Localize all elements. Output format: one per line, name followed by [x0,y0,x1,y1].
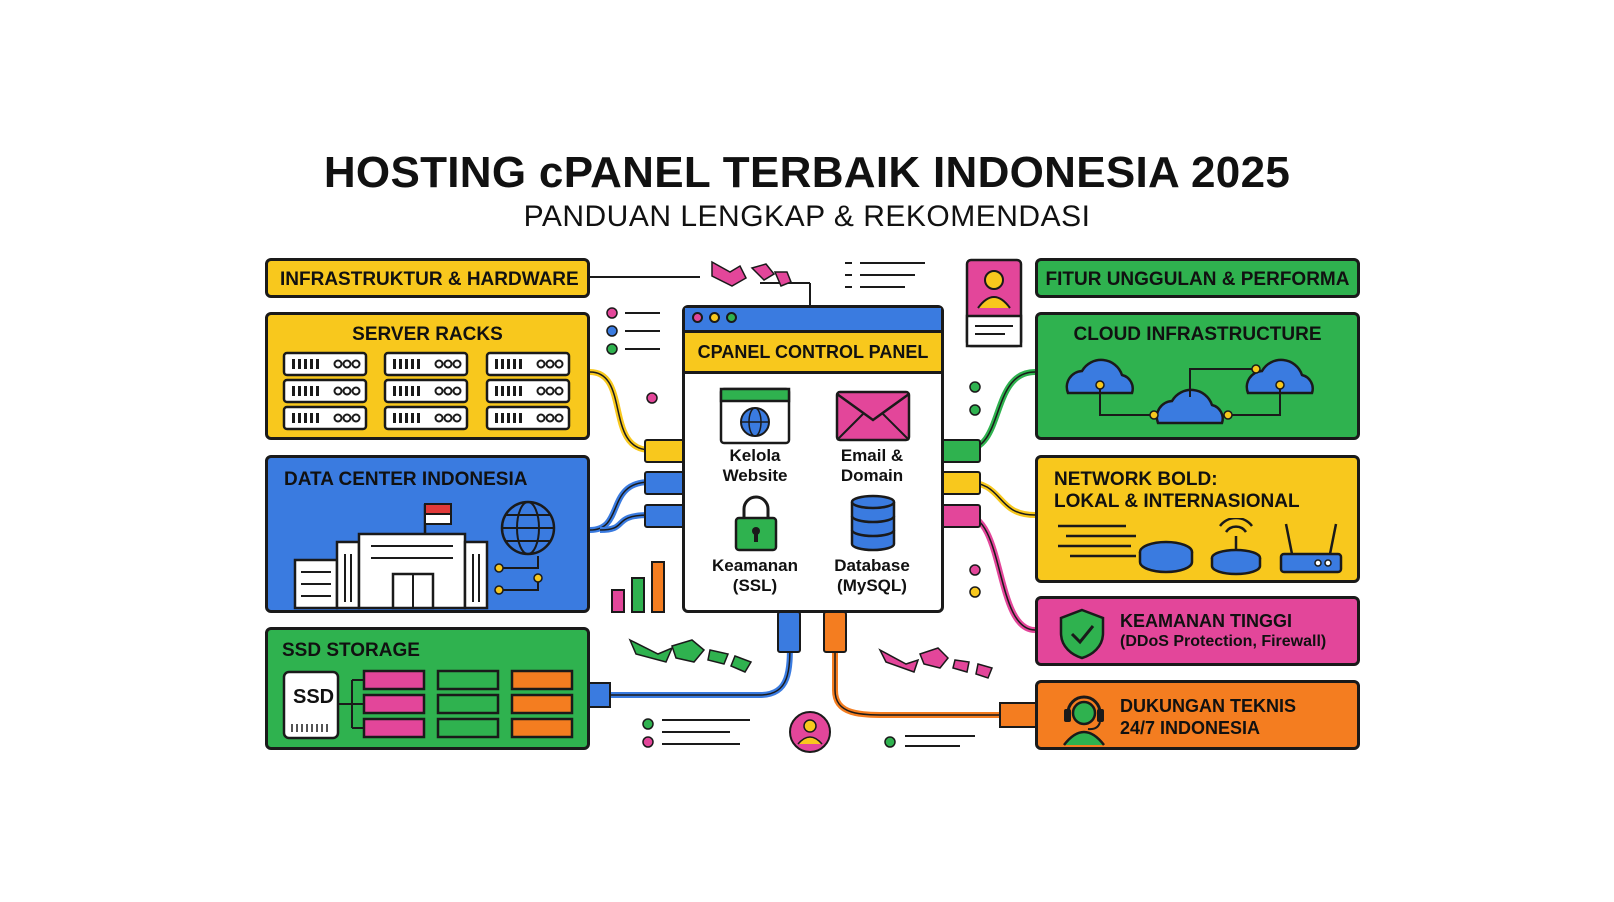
ssd-storage-label: SSD STORAGE [282,640,420,661]
security-card: KEAMANAN TINGGI (DDoS Protection, Firewa… [1035,596,1360,666]
server-rack-icon [282,351,571,431]
window-maximize-dot-icon [726,312,737,323]
envelope-icon [835,390,911,442]
cloud-infrastructure-label: CLOUD INFRASTRUCTURE [1073,324,1322,345]
window-titlebar [685,308,941,333]
cpanel-window: CPANEL CONTROL PANEL Kelola Website Emai… [682,305,944,613]
mysql-database-line2: (MySQL) [837,576,907,595]
browser-globe-icon [719,387,791,445]
email-domain-label: Email & Domain [813,446,931,486]
cloud-network-icon [1065,358,1314,425]
data-center-label: DATA CENTER INDONESIA [284,469,528,490]
page-subtitle: PANDUAN LENGKAP & REKOMENDASI [523,200,1091,233]
right-section-header-label: FITUR UNGGULAN & PERFORMA [1045,269,1350,290]
ssl-security-line1: Keamanan [712,556,798,575]
window-close-dot-icon [692,312,703,323]
network-line2: LOKAL & INTERNASIONAL [1054,491,1300,512]
support-card: DUKUNGAN TEKNIS 24/7 INDONESIA [1035,680,1360,750]
cpanel-title-bar: CPANEL CONTROL PANEL [685,333,941,374]
support-line1: DUKUNGAN TEKNIS [1120,696,1297,716]
support-line2: 24/7 INDONESIA [1120,718,1261,738]
right-section-header: FITUR UNGGULAN & PERFORMA [1035,258,1360,298]
email-domain-line2: Domain [840,466,904,485]
ssd-drive-icon [282,669,574,740]
left-section-header: INFRASTRUKTUR & HARDWARE [265,258,590,298]
security-line1: KEAMANAN TINGGI [1120,611,1292,631]
database-icon [850,494,896,552]
network-line1: NETWORK BOLD: [1054,469,1218,490]
padlock-icon [734,495,778,552]
ssd-storage-card: SSD STORAGE SSD [265,627,590,750]
email-domain-line1: Email & [840,446,904,465]
manage-website-line2: Website [722,466,788,485]
data-center-card: DATA CENTER INDONESIA [265,455,590,613]
cpanel-title: CPANEL CONTROL PANEL [697,342,929,362]
page-title: HOSTING cPANEL TERBAIK INDONESIA 2025 [323,148,1291,197]
network-router-icon [1058,518,1343,576]
ssl-security-label: Keamanan (SSL) [697,556,813,596]
cloud-infrastructure-card: CLOUD INFRASTRUCTURE [1035,312,1360,440]
profile-card-icon [965,258,1023,348]
manage-website-line1: Kelola [729,446,781,465]
manage-website-label: Kelola Website [697,446,813,486]
server-racks-label: SERVER RACKS [352,324,503,345]
security-line2: (DDoS Protection, Firewall) [1120,633,1327,650]
server-racks-card: SERVER RACKS [265,312,590,440]
headset-support-icon [1063,695,1105,746]
ssd-chip-label: SSD [293,686,335,708]
window-minimize-dot-icon [709,312,720,323]
shield-check-icon [1059,608,1105,660]
network-card: NETWORK BOLD: LOKAL & INTERNASIONAL [1035,455,1360,583]
mysql-database-line1: Database [834,556,910,575]
ssl-security-line2: (SSL) [732,576,778,595]
mysql-database-label: Database (MySQL) [813,556,931,596]
left-section-header-label: INFRASTRUKTUR & HARDWARE [280,269,579,290]
data-center-building-icon [293,500,556,610]
